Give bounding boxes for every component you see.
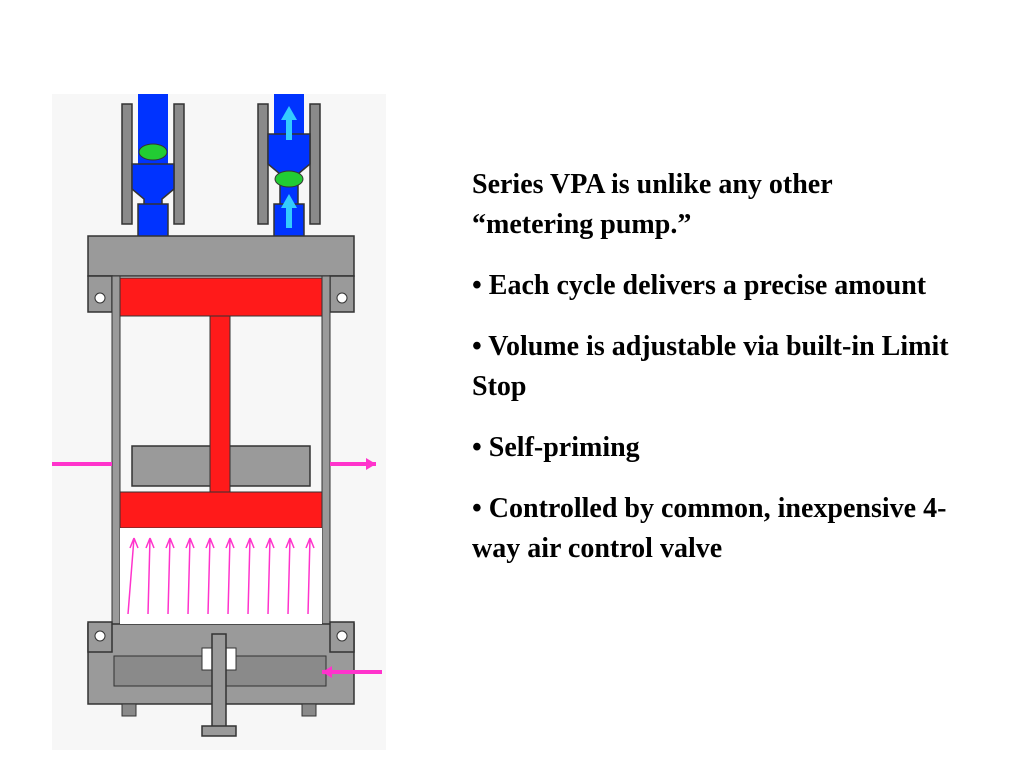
- slide-text: Series VPA is unlike any other “metering…: [472, 165, 952, 590]
- air-pressure-chamber: [120, 528, 322, 624]
- suction-check-valve: [138, 143, 168, 161]
- limit-stop: [201, 633, 237, 737]
- pump-cutaway-diagram: [52, 94, 386, 750]
- bullet-air-control: • Controlled by common, inexpensive 4-wa…: [472, 493, 947, 564]
- upper-air-port: [52, 458, 376, 470]
- bullet-self-priming: • Self-priming: [472, 432, 640, 463]
- lower-air-port: [322, 666, 382, 678]
- piston-assembly: [119, 277, 323, 529]
- bullet-precise-amount: • Each cycle delivers a precise amount: [472, 270, 927, 301]
- discharge-check-valve: [274, 170, 304, 188]
- intro-text: Series VPA is unlike any other “metering…: [472, 169, 833, 240]
- bullet-adjustable-volume: • Volume is adjustable via built-in Limi…: [472, 331, 949, 402]
